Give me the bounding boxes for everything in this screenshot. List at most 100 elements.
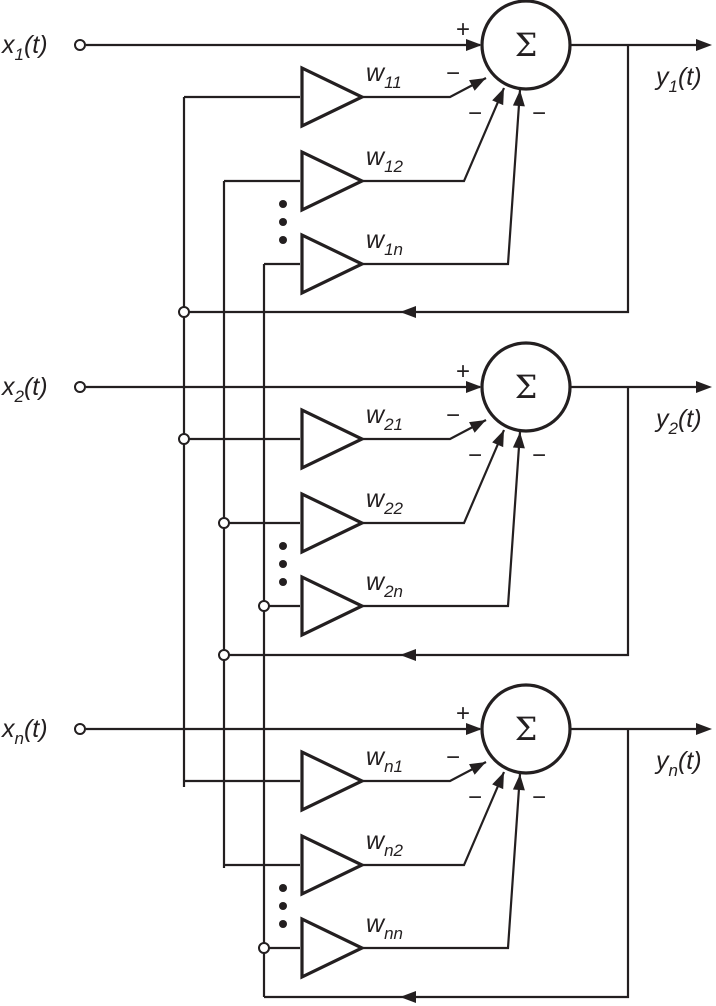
output-label-2-argument: (t) <box>678 405 702 433</box>
weighted-arrow-1-2 <box>492 88 504 106</box>
ellipsis-dot-3-2 <box>279 902 287 910</box>
weight-label-3-1: wn1 <box>366 743 403 776</box>
ellipsis-dot-1-1 <box>279 200 287 208</box>
weight-label-2-2-symbol: w <box>366 485 386 513</box>
shapes-layer <box>74 0 712 1003</box>
weight-label-3-2-symbol: w <box>366 827 386 855</box>
weight-label-1-2: w12 <box>366 143 404 176</box>
weighted-line-2-2 <box>362 429 506 525</box>
weighted-arrow-1-3 <box>512 90 525 107</box>
summer-2 <box>480 341 572 433</box>
input-arrow-3 <box>466 723 482 735</box>
plus-sign-1: + <box>456 16 470 43</box>
weight-label-3-2: wn2 <box>366 827 404 860</box>
minus-sign-2-3: − <box>532 442 546 469</box>
gain-amplifier-2-2 <box>300 491 366 555</box>
ellipsis-dot-2-1 <box>279 542 287 550</box>
gain-amplifier-2-1 <box>300 407 366 471</box>
weight-label-3-3-symbol: w <box>366 910 386 938</box>
ellipsis-dot-2-3 <box>279 578 287 586</box>
weight-label-2-3-subscript: 2n <box>383 582 403 601</box>
tap-node-2-2 <box>218 517 230 529</box>
weighted-line-3-3 <box>362 773 522 950</box>
gain-amplifier-1-3 <box>300 232 366 296</box>
output-label-1-argument: (t) <box>678 63 702 91</box>
summer-1 <box>480 0 572 91</box>
feedback-arrow-1 <box>400 306 416 318</box>
input-label-3-symbol: x <box>1 715 16 743</box>
output-label-1-symbol: y <box>654 63 670 91</box>
plus-sign-2: + <box>456 358 470 385</box>
ellipsis-dot-1-3 <box>279 236 287 244</box>
input-label-1: x1(t) <box>1 31 48 64</box>
weight-label-2-1-symbol: w <box>366 401 386 429</box>
input-label-3-argument: (t) <box>24 715 48 743</box>
feedback-line-1 <box>184 45 630 314</box>
output-arrow-2 <box>696 381 712 393</box>
ellipsis-dot-3-3 <box>279 920 287 928</box>
weighted-line-2-3 <box>362 431 522 608</box>
output-label-3-symbol: y <box>654 747 670 775</box>
gain-amplifier-3-3 <box>300 916 366 980</box>
output-label-3-argument: (t) <box>678 747 702 775</box>
weighted-line-1-3 <box>362 89 522 266</box>
tap-node-3-3 <box>258 942 270 954</box>
summer-3 <box>480 683 572 775</box>
gain-amplifier-2-3 <box>300 574 366 638</box>
wires-layer <box>86 43 700 999</box>
feedback-arrow-3 <box>400 991 416 1003</box>
ellipsis-dot-1-2 <box>279 218 287 226</box>
tap-node-2-1 <box>178 433 190 445</box>
input-terminal-1 <box>74 39 86 51</box>
weight-label-3-3-subscript: nn <box>384 924 403 943</box>
weight-label-1-1: w11 <box>366 59 402 92</box>
feedback-junction-2 <box>218 649 230 661</box>
output-label-2: y2(t) <box>654 405 702 438</box>
output-label-3: yn(t) <box>654 747 702 780</box>
output-arrow-3 <box>696 723 712 735</box>
tap-node-2-3 <box>258 600 270 612</box>
gain-amplifier-3-1 <box>300 749 366 813</box>
gain-amplifier-3-2 <box>300 833 366 897</box>
weight-label-1-3: w1n <box>366 226 403 259</box>
weighted-line-1-2 <box>362 87 506 183</box>
input-arrow-2 <box>466 381 482 393</box>
weighted-arrow-2-2 <box>492 430 504 448</box>
plus-sign-3: + <box>456 700 470 727</box>
weighted-arrow-2-1 <box>469 420 486 433</box>
labels-layer: Σ+−−−w11w12w1nx1(t)y1(t)Σ+−−−w21w22w2nx2… <box>1 16 702 943</box>
minus-sign-3-1: − <box>446 744 460 771</box>
weighted-line-3-2 <box>362 771 506 867</box>
gain-amplifier-1-2 <box>300 149 366 213</box>
input-terminal-3 <box>74 723 86 735</box>
summer-symbol-3: Σ <box>515 710 538 748</box>
input-label-2-symbol: x <box>1 373 16 401</box>
feedback-arrow-2 <box>400 649 416 661</box>
output-label-1-subscript: 1 <box>669 77 678 96</box>
weighted-arrow-2-3 <box>512 432 525 449</box>
output-label-1: y1(t) <box>654 63 702 96</box>
weight-label-1-1-symbol: w <box>366 59 386 87</box>
minus-sign-1-1: − <box>446 60 460 87</box>
weighted-arrow-3-3 <box>512 774 525 791</box>
output-label-2-symbol: y <box>654 405 670 433</box>
ellipsis-dot-2-2 <box>279 560 287 568</box>
weight-label-1-3-subscript: 1n <box>384 240 403 259</box>
weight-label-2-2: w22 <box>366 485 404 518</box>
weighted-arrow-3-2 <box>492 772 504 790</box>
output-label-2-subscript: 2 <box>668 419 679 438</box>
weight-label-2-2-subscript: 22 <box>383 499 403 518</box>
summer-symbol-2: Σ <box>515 368 538 406</box>
feedback-line-3 <box>264 729 630 999</box>
weight-label-2-3-symbol: w <box>366 568 386 596</box>
weighted-arrow-3-1 <box>469 762 486 775</box>
input-label-2: x2(t) <box>1 373 48 406</box>
weight-label-1-2-symbol: w <box>366 143 386 171</box>
input-label-1-symbol: x <box>1 31 16 59</box>
output-arrow-1 <box>696 39 712 51</box>
input-label-2-subscript: 2 <box>14 387 25 406</box>
weight-label-2-1: w21 <box>366 401 403 434</box>
weight-label-1-1-subscript: 11 <box>384 73 402 92</box>
ellipsis-dot-3-1 <box>279 884 287 892</box>
